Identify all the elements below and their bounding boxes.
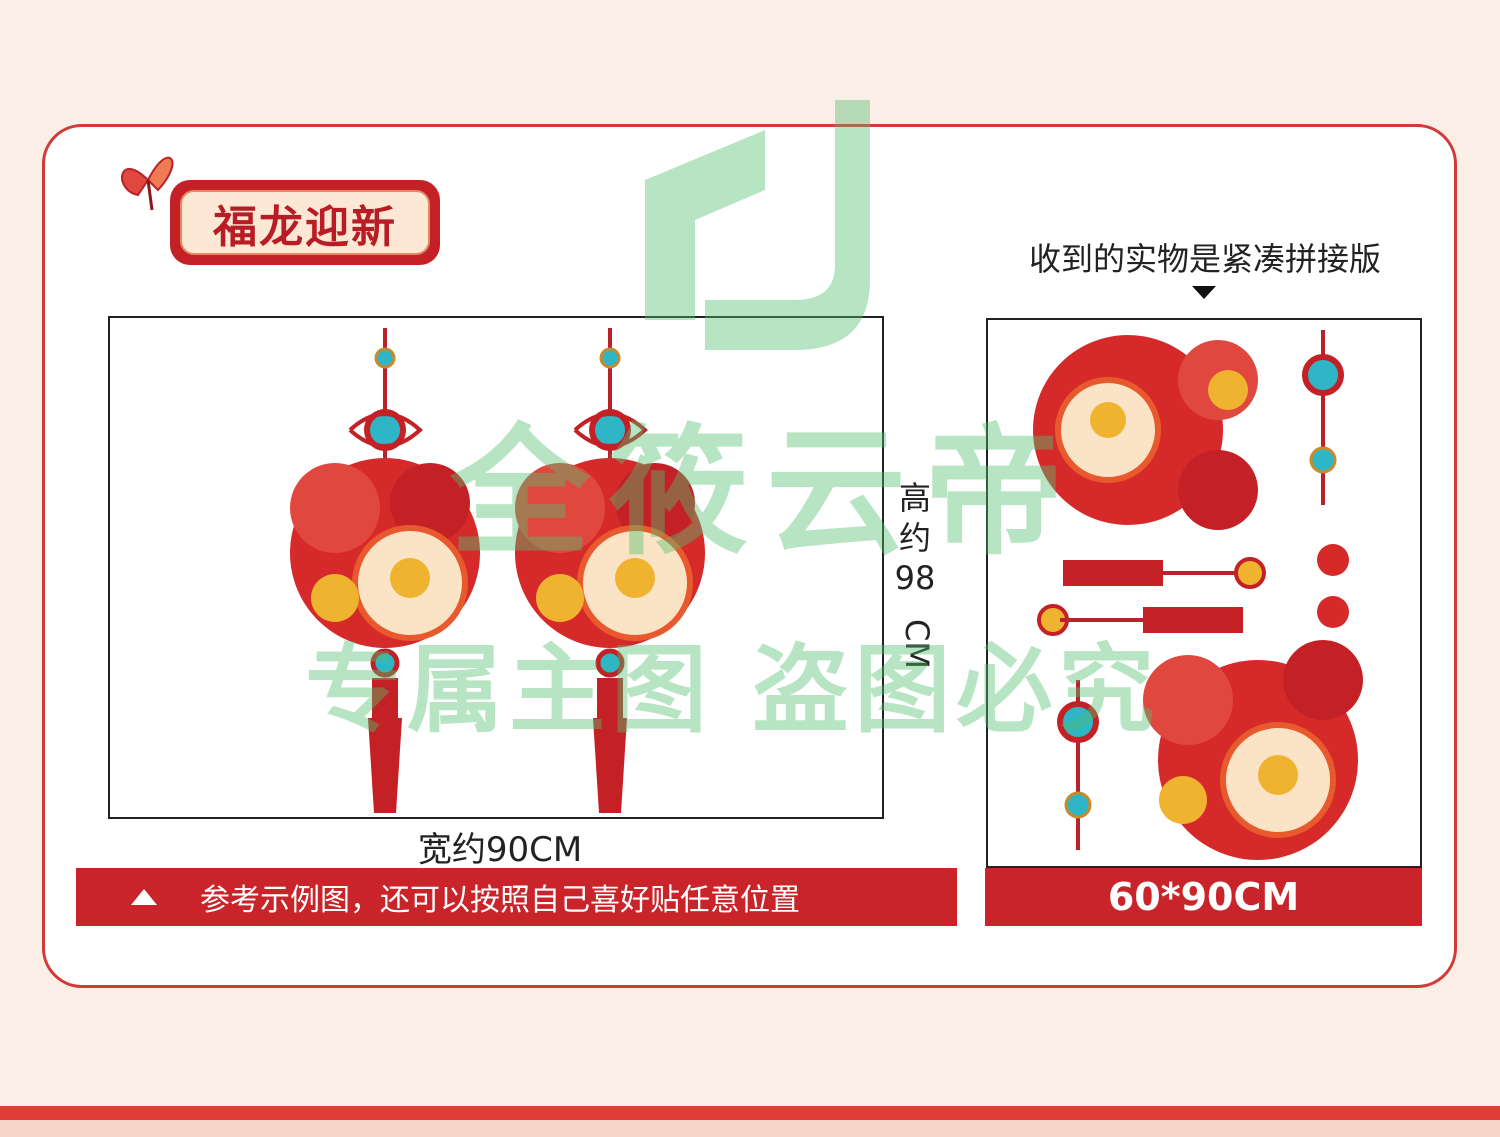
sticker-dragon-top (1033, 335, 1258, 530)
bottom-stripe-light (0, 1120, 1500, 1137)
height-label-char: 高 (898, 479, 931, 517)
height-label-char: CM (897, 619, 936, 669)
sticker-knot-top (1302, 330, 1344, 505)
title-badge: 福龙迎新 (170, 180, 440, 265)
down-arrow-icon (1192, 286, 1216, 299)
actual-product-caption: 收到的实物是紧凑拼接版 (1028, 240, 1381, 278)
example-image-panel (108, 316, 884, 819)
watermark-logo-icon (645, 100, 870, 350)
height-label-char: 约 (898, 519, 931, 557)
sticker-tassels (1037, 544, 1349, 636)
triangle-up-icon (131, 889, 157, 905)
sticker-dragon-bottom (1143, 640, 1363, 860)
height-label: 高 约 98 CM (892, 478, 938, 669)
sticker-knot-bottom (1057, 680, 1099, 850)
page-title: 福龙迎新 (180, 190, 430, 255)
height-label-char: 98 (894, 559, 936, 597)
width-label: 宽约90CM (417, 830, 583, 870)
hanging-ornament-1 (290, 328, 480, 813)
butterfly-icon (121, 156, 174, 211)
hanging-ornament-2 (515, 328, 705, 813)
note-text: 参考示例图，还可以按照自己喜好贴任意位置 (200, 883, 800, 918)
bottom-stripe (0, 1106, 1500, 1120)
size-label: 60*90CM (985, 868, 1422, 926)
actual-product-panel (986, 318, 1422, 868)
note-bar: 参考示例图，还可以按照自己喜好贴任意位置 (76, 868, 957, 926)
